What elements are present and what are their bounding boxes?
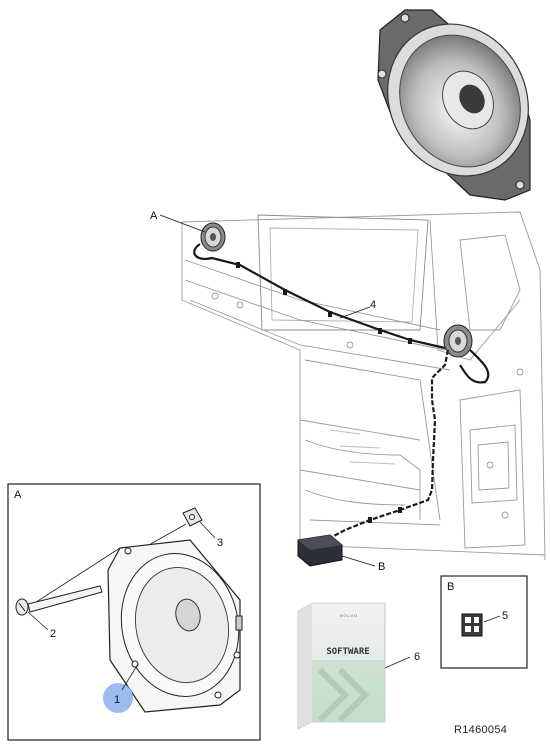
software-package: VOLVO SOFTWARE 6 [297,602,420,730]
control-module [297,534,343,567]
reference-number: R1460054 [454,724,508,736]
callout-A: A [150,210,158,222]
callout-B: B [378,561,385,573]
cable-harness [193,243,490,539]
callout-5: 5 [502,610,508,622]
callout-4: 4 [370,299,376,311]
speaker-left-in-door [200,222,226,252]
connector-icon [461,613,483,637]
speaker-right-in-door [443,324,473,358]
callout-4-group: 4 [339,299,376,319]
clip-nut [139,507,203,551]
software-title: SOFTWARE [326,647,369,657]
speaker-illustration-top [377,9,531,201]
callout-6: 6 [414,651,420,663]
detail-box-A: A 1 2 [7,483,261,741]
highlight-marker [103,683,133,713]
software-brand: VOLVO [340,613,359,618]
detail-box-B-label: B [447,581,454,593]
vehicle-interior-drawing [181,211,546,561]
callout-2: 2 [50,628,56,640]
detail-box-A-label: A [14,489,22,501]
callout-A-group: A [150,210,206,233]
detail-box-B: B 5 [440,575,528,669]
callout-B-group: B [341,555,385,573]
harness-clips [236,262,412,523]
callout-1: 1 [114,694,120,706]
callout-3: 3 [217,537,223,549]
screw [15,547,121,616]
speaker-detail [107,539,243,713]
